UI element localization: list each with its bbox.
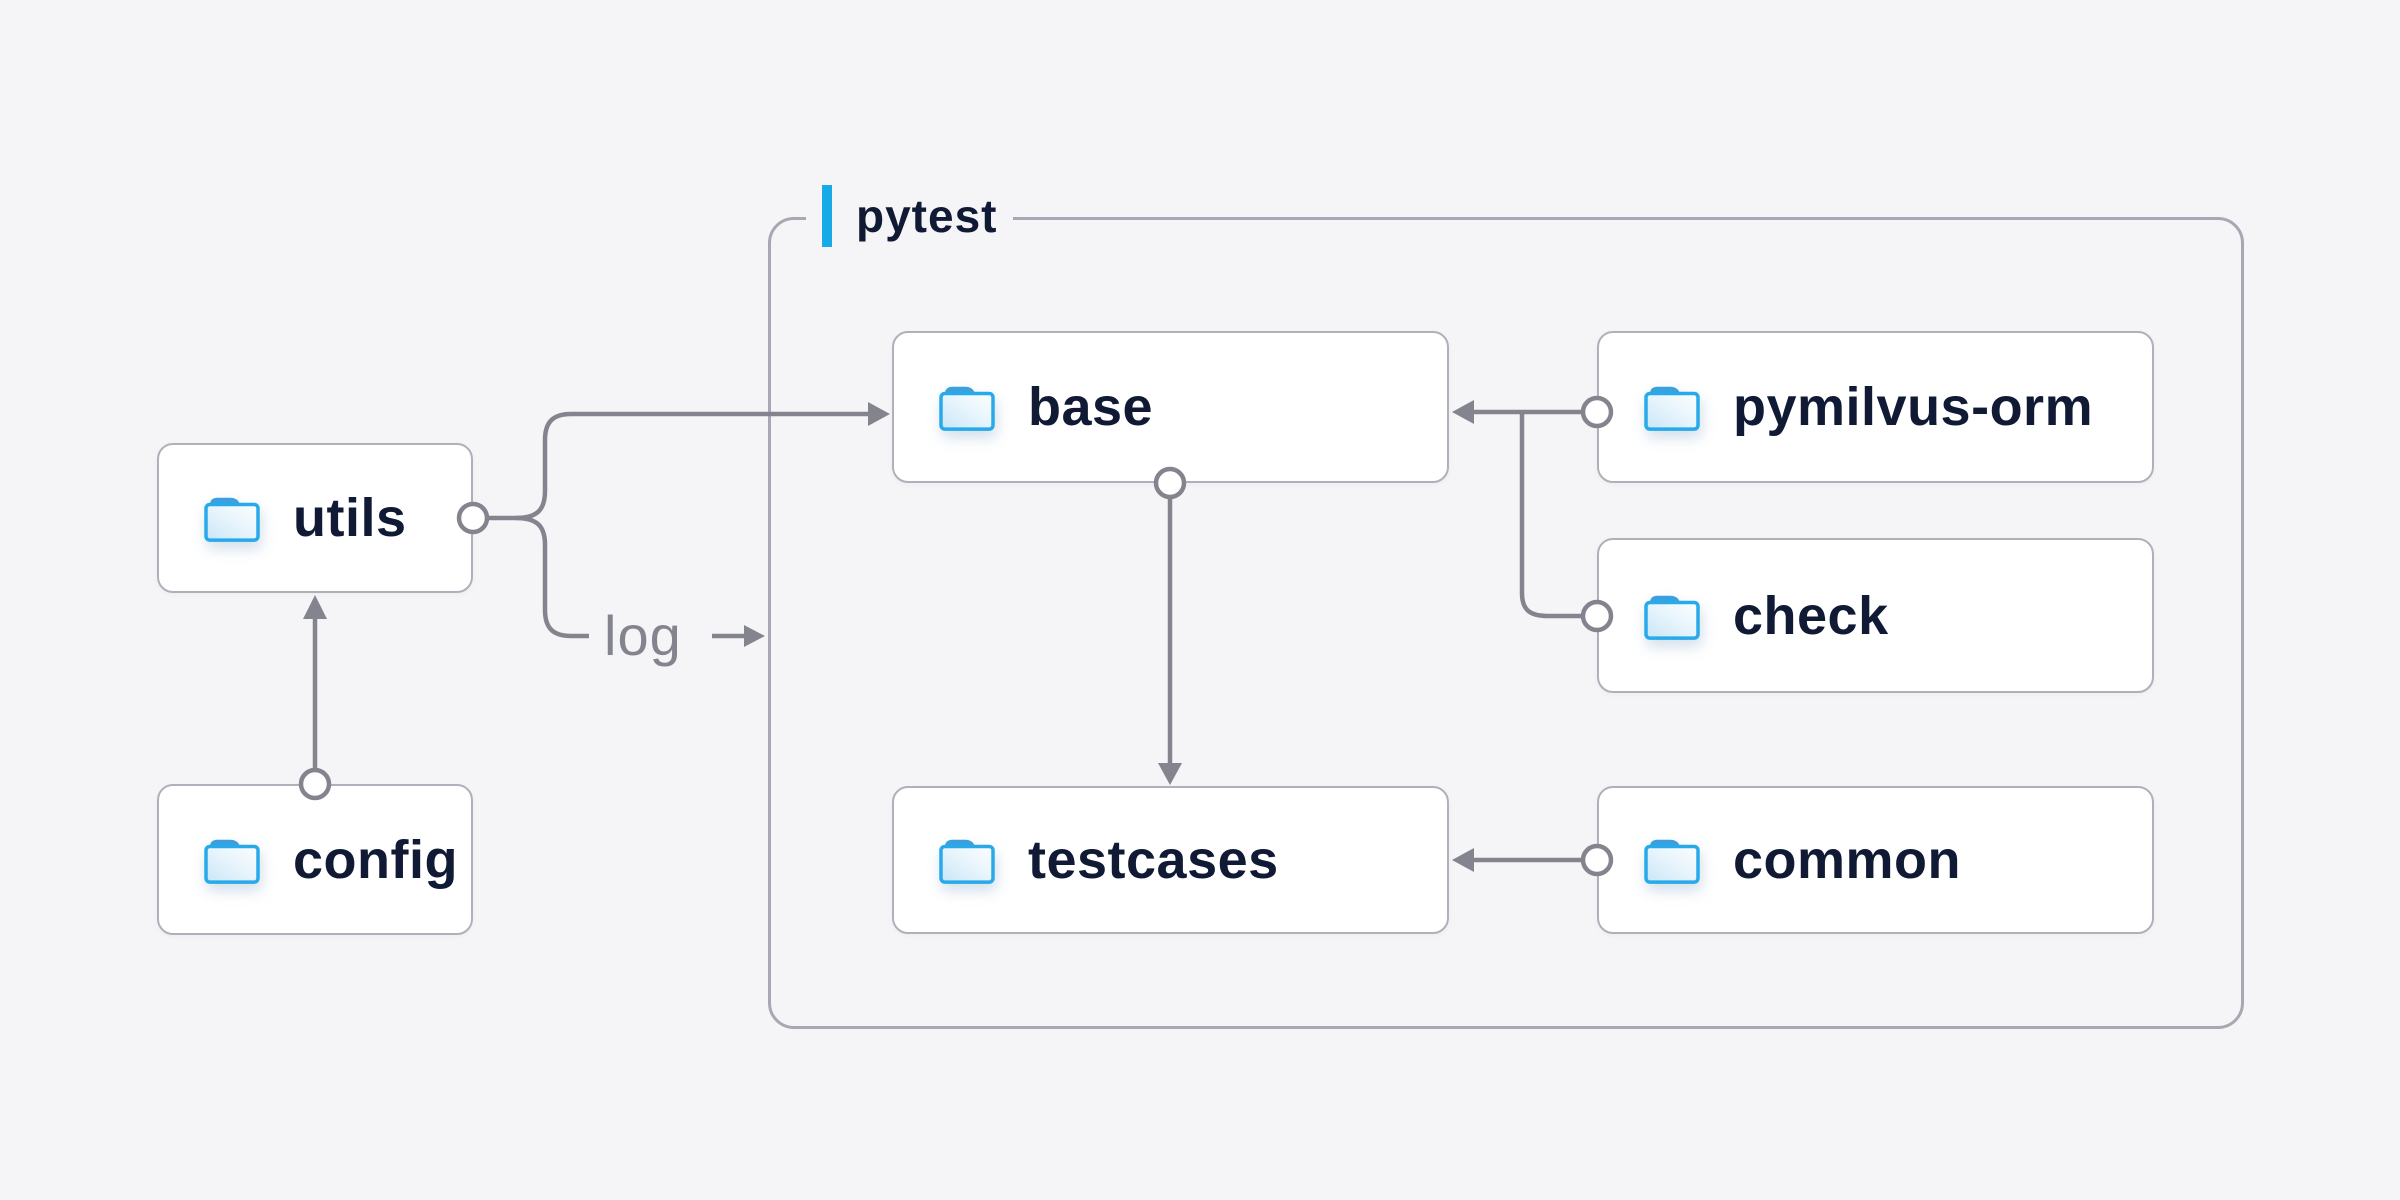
node-check: check bbox=[1597, 538, 2154, 693]
log-edge-label: log bbox=[604, 604, 682, 667]
arrowhead-icon bbox=[303, 595, 327, 619]
accent-bar bbox=[822, 185, 832, 247]
node-label: base bbox=[1028, 377, 1154, 437]
pytest-group-label: pytest bbox=[806, 184, 1014, 248]
node-label: utils bbox=[293, 488, 407, 548]
node-base: base bbox=[892, 331, 1449, 483]
folder-icon bbox=[939, 839, 995, 884]
node-label: testcases bbox=[1028, 830, 1279, 890]
folder-icon bbox=[204, 497, 260, 542]
node-label: pymilvus-orm bbox=[1733, 377, 2094, 437]
folder-icon bbox=[204, 839, 260, 884]
folder-icon bbox=[1644, 839, 1700, 884]
pytest-group-title: pytest bbox=[856, 190, 998, 242]
folder-icon bbox=[1644, 386, 1700, 431]
node-label: config bbox=[293, 829, 458, 890]
node-config: config bbox=[157, 784, 473, 935]
node-label: check bbox=[1733, 585, 1889, 646]
node-common: common bbox=[1597, 786, 2154, 934]
edge-config-utils bbox=[298, 595, 332, 801]
folder-icon bbox=[939, 386, 995, 431]
arrowhead-icon bbox=[744, 625, 765, 647]
node-testcases: testcases bbox=[892, 786, 1449, 934]
node-utils: utils bbox=[157, 443, 473, 593]
node-pymilvus-orm: pymilvus-orm bbox=[1597, 331, 2154, 483]
pytest-group-box bbox=[768, 217, 2244, 1029]
node-label: common bbox=[1733, 830, 1962, 890]
folder-icon bbox=[1644, 595, 1700, 640]
